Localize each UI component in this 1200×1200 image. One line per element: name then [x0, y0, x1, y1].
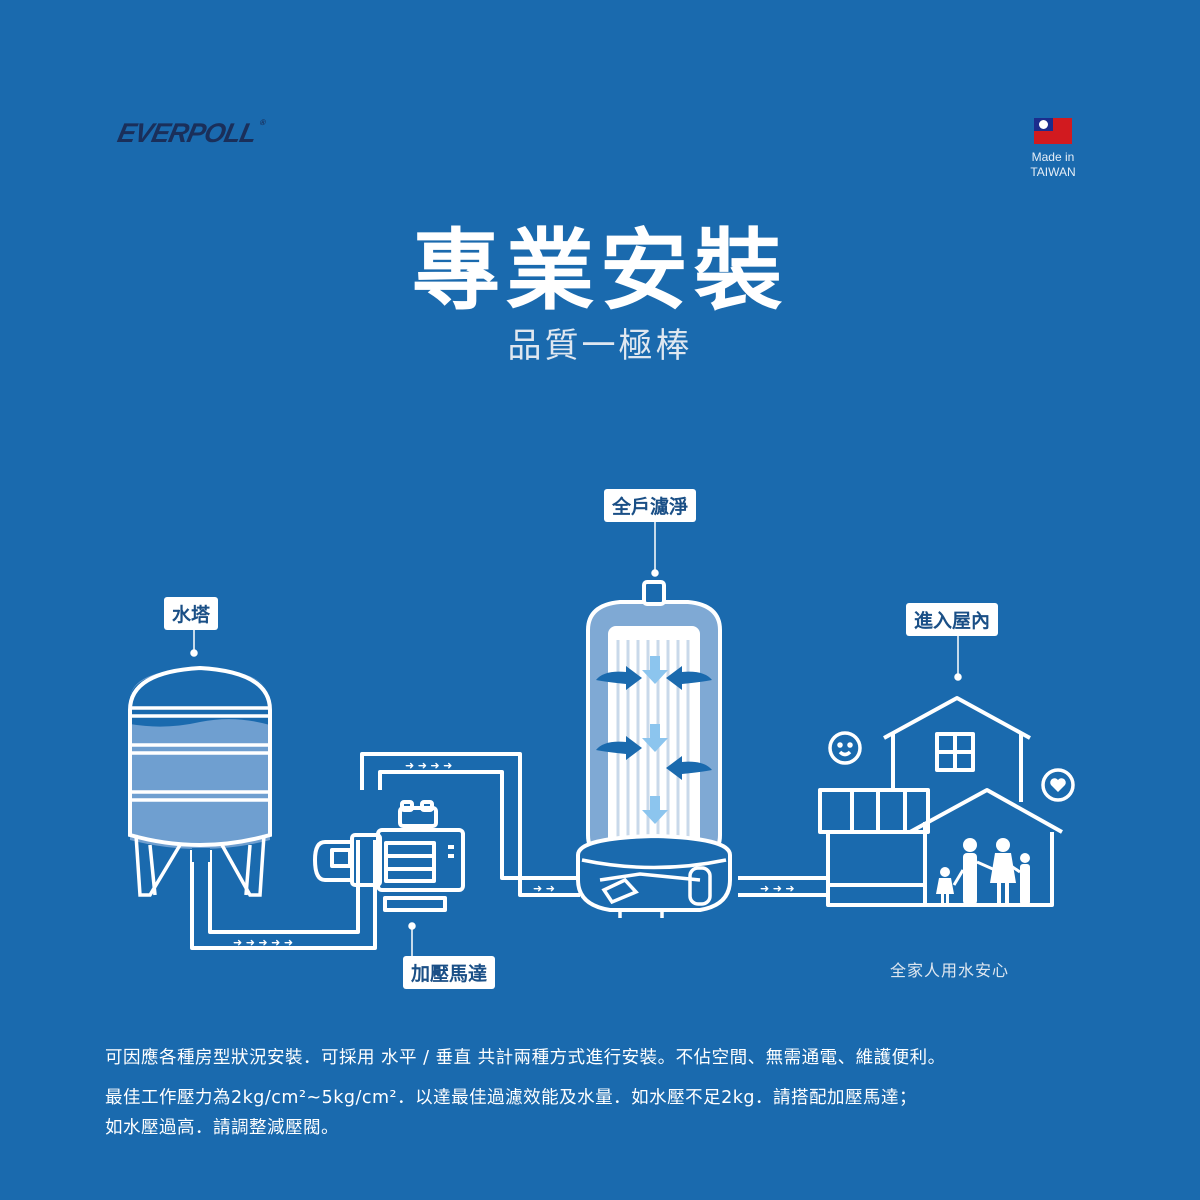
svg-text:➜ ➜ ➜ ➜ ➜: ➜ ➜ ➜ ➜ ➜ — [233, 936, 293, 949]
family-caption: 全家人用水安心 — [890, 961, 1010, 980]
family-icon — [936, 838, 1030, 905]
description-line-3: 如水壓過高．請調整減壓閥。 — [105, 1118, 339, 1138]
taiwan-flag-icon — [1034, 118, 1072, 144]
origin-line-2: TAIWAN — [1030, 165, 1076, 179]
filter-canister-icon — [576, 580, 732, 918]
page-subtitle: 品質一極棒 — [507, 326, 693, 366]
registered-mark: ® — [258, 118, 266, 127]
installation-diagram: ➜ ➜ ➜ ➜ ➜ ➜ ➜ ➜ ➜ ➜ ➜ ➜ ➜ ➜ — [0, 480, 1200, 1000]
description-line-2: 最佳工作壓力為2kg/cm²~5kg/cm²．以達最佳過濾效能及水量．如水壓不足… — [105, 1088, 917, 1108]
house-icon — [818, 696, 1063, 907]
description: 可因應各種房型狀況安裝．可採用 水平 / 垂直 共計兩種方式進行安裝。不佔空間、… — [105, 1043, 1105, 1143]
label-into-house: 進入屋內 — [906, 603, 999, 636]
label-water-tower: 水塔 — [164, 597, 219, 630]
pump-motor-icon — [313, 800, 465, 912]
svg-text:➜ ➜ ➜: ➜ ➜ ➜ — [760, 882, 795, 895]
pipe-tower-to-pump — [190, 840, 377, 950]
svg-text:➜ ➜: ➜ ➜ — [533, 882, 555, 895]
label-booster-pump: 加壓馬達 — [403, 956, 496, 989]
heart-bubble-icon — [1041, 768, 1075, 802]
label-whole-house-filter: 全戶濾淨 — [604, 489, 697, 522]
origin-line-1: Made in — [1031, 150, 1075, 164]
smiley-bubble-icon — [828, 731, 862, 765]
pipe-filter-to-house — [738, 876, 828, 897]
flow-arrow-icon: ➜ ➜ ➜ ➜ ➜ ➜ ➜ ➜ ➜ ➜ ➜ ➜ ➜ ➜ — [233, 759, 795, 949]
everpoll-logo: EVERPOLL® — [115, 118, 266, 149]
pipe-pump-to-filter — [360, 752, 580, 897]
made-in-taiwan-badge: Made in TAIWAN — [1020, 118, 1086, 180]
description-line-1: 可因應各種房型狀況安裝．可採用 水平 / 垂直 共計兩種方式進行安裝。不佔空間、… — [105, 1048, 946, 1068]
brand-name: EVERPOLL — [114, 118, 259, 148]
page-title: 專業安裝 — [411, 219, 788, 322]
water-tower-icon — [128, 665, 272, 897]
svg-text:➜ ➜ ➜ ➜: ➜ ➜ ➜ ➜ — [405, 759, 452, 772]
